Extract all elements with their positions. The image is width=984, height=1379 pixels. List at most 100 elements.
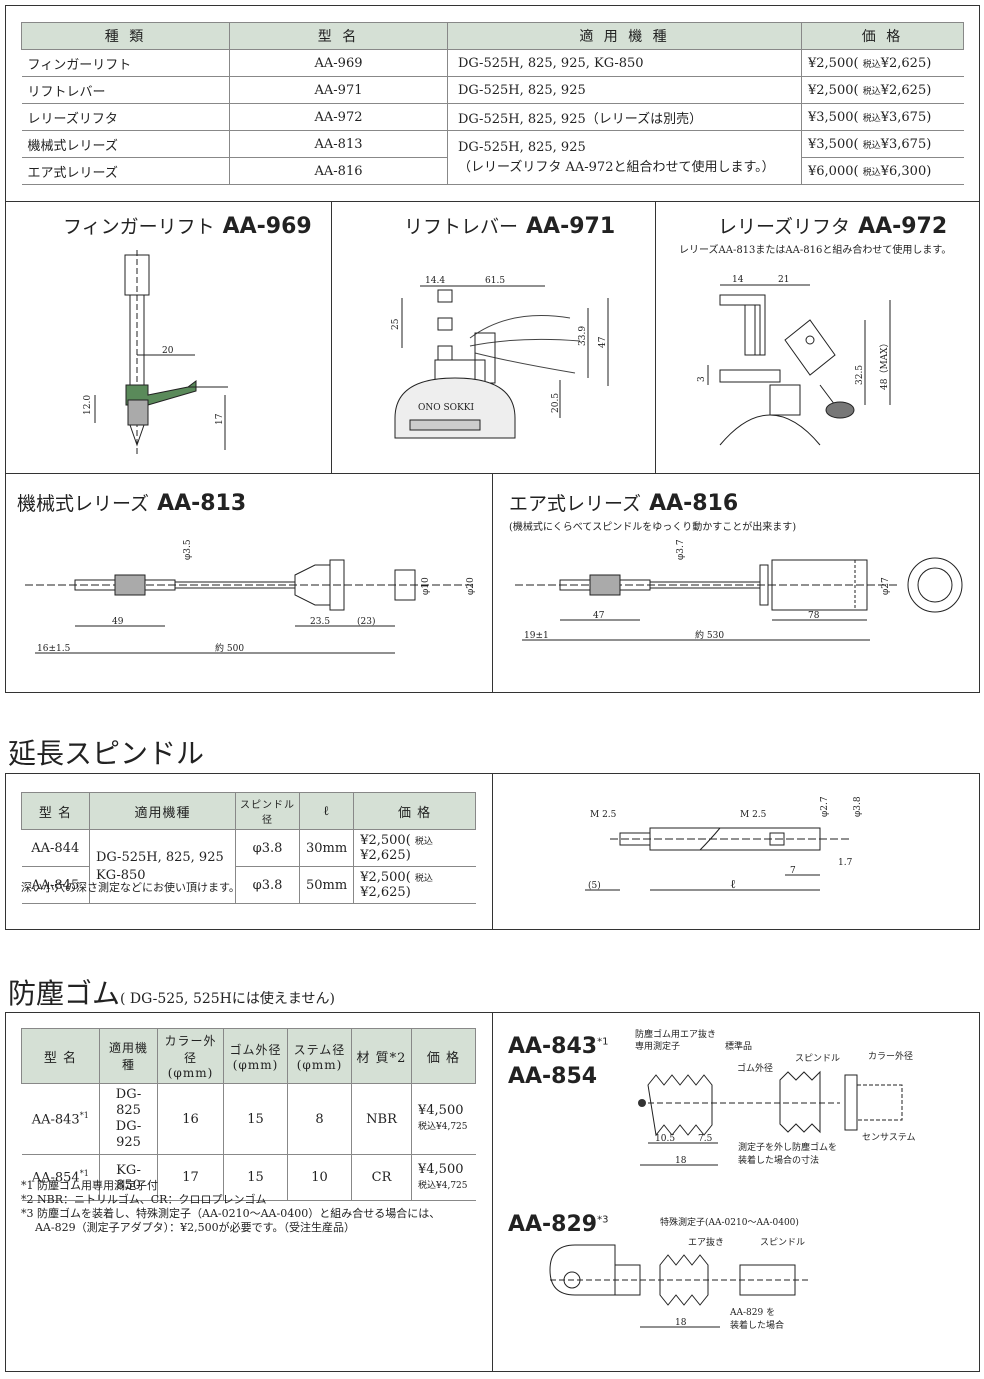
cell-apps: KG-850 (99, 1154, 158, 1201)
dim: φ10 (421, 577, 431, 595)
cell-price: ¥3,500( 税込¥3,675) (801, 103, 964, 131)
table-row: レリーズリフタ AA-972 DG-525H, 825, 925（レリーズは別売… (21, 103, 964, 131)
models-line: DG-525H, 825, 925 (458, 139, 586, 155)
model: AA-829 (508, 1212, 598, 1237)
dim: 約 530 (695, 629, 724, 641)
price: ¥6,000 (808, 163, 854, 179)
cell-stem: 10 (287, 1154, 352, 1201)
cell-model: AA-844 (21, 829, 90, 867)
col-price: 価 格 (411, 1028, 476, 1084)
col-model: 型 名 (21, 1028, 100, 1084)
aa972-name: レリーズリフタ (718, 216, 851, 238)
price: ¥2,500 (808, 55, 854, 71)
cell-model: AA-969 (229, 49, 448, 77)
aa969-name: フィンガーリフト (63, 216, 215, 238)
fig1-model-1: AA-843*1 (508, 1034, 608, 1059)
tax-label: 税込 (414, 874, 433, 884)
accessories-table: 種 類 型 名 適 用 機 種 価 格 フィンガーリフト AA-969 DG-5… (21, 22, 964, 185)
tax-price: ¥2,625 (360, 885, 406, 900)
cell-rubber: 15 (223, 1083, 288, 1155)
dim: 20.5 (551, 393, 561, 413)
fig2-model: AA-829*3 (508, 1212, 608, 1237)
dim: φ3.8 (853, 796, 863, 817)
dim: 61.5 (485, 276, 505, 286)
col-model: 型 名 (229, 22, 448, 50)
table-header-row: 種 類 型 名 適 用 機 種 価 格 (21, 22, 964, 50)
label: 専用測定子 (635, 1040, 680, 1052)
dim: M 2.5 (740, 810, 767, 820)
cell-type: フィンガーリフト (21, 49, 230, 77)
tax-price: ¥2,625 (880, 82, 927, 98)
brand-label: ONO SOKKI (418, 403, 474, 413)
dim: (23) (357, 616, 375, 627)
tax-price: 税込¥4,725 (418, 1122, 468, 1132)
aa813-model: AA-813 (157, 491, 247, 516)
cell-price: ¥2,500( 税込¥2,625) (353, 866, 476, 904)
divider (5, 201, 980, 202)
aa969-model: AA-969 (222, 214, 312, 239)
tax-price: ¥2,625 (880, 55, 927, 71)
dim: 32.5 (855, 365, 865, 385)
divider (492, 1012, 493, 1372)
cell-model: AA-971 (229, 76, 448, 104)
dim: 3 (697, 376, 707, 382)
boot-section-title: 防塵ゴム( DG-525, 525Hには使えません) (8, 972, 335, 1012)
models-line: （レリーズリフタ AA-972と組合わせて使用します。） (458, 159, 775, 175)
tax-label: 税込 (862, 167, 881, 178)
cell-price: ¥6,000( 税込¥6,300) (801, 157, 964, 185)
col-material: 材 質*2 (351, 1028, 412, 1084)
adapter-drawing: 特殊測定子(AA-0210～AA-0400) エア抜き スピンドル 18 AA-… (549, 1216, 810, 1331)
tax-price: ¥3,675 (880, 109, 927, 125)
cell-material: NBR (351, 1083, 412, 1155)
dim: 約 500 (215, 642, 244, 654)
cell-material: CR (351, 1154, 412, 1201)
col-model: 型 名 (21, 792, 90, 830)
cell-type: エア式レリーズ (21, 157, 230, 185)
air-release-drawing: φ3.7 φ27 47 78 19±1 約 530 (515, 540, 963, 641)
footnote: *1 防塵ゴム用専用測定子付 (21, 1179, 158, 1192)
cell-model: AA-854*1 (21, 1154, 100, 1201)
aa972-note: レリーズAA-813またはAA-816と組み合わせて使用します。 (679, 245, 952, 256)
label: スピンドル (760, 1237, 805, 1248)
table-row: 機械式レリーズ AA-813 DG-525H, 825, 925（レリーズリフタ… (21, 130, 964, 185)
tax-price: ¥2,625 (360, 848, 406, 863)
table-header-row: 型 名 適用機種 スピンドル径 ℓ 価 格 (21, 792, 476, 830)
col-dia: スピンドル径 (235, 792, 300, 830)
footnote-ref: *1 (597, 1036, 609, 1048)
dim: 47 (593, 611, 605, 621)
price: ¥3,500 (808, 109, 854, 125)
dim: 17 (215, 413, 225, 425)
tax-label: 税込 (862, 59, 881, 70)
dim: 21 (778, 275, 789, 285)
dim: 19±1 (524, 631, 549, 641)
aa972-model: AA-972 (858, 214, 948, 239)
dim: 48（MAX） (879, 338, 890, 390)
aa813-name: 機械式レリーズ (17, 493, 150, 515)
dim: 14 (732, 275, 744, 285)
lift-lever-drawing: 14.4 61.5 25 33.9 47 20.5 ONO SOKKI (391, 276, 609, 439)
cell-model: AA-972 (229, 103, 448, 131)
col-apps: 適用機種 (99, 1028, 158, 1084)
cell-models: DG-525H, 825, 925 （レリーズリフタ AA-972と組合わせて使用… (447, 130, 802, 185)
dim: 33.9 (578, 326, 588, 346)
label: 標準品 (725, 1040, 752, 1052)
col-price: 価 格 (801, 22, 964, 50)
price: ¥3,500 (808, 136, 854, 152)
app: DG-825 (115, 1087, 142, 1118)
apps-line: KG-850 (96, 867, 146, 883)
dim: φ27 (881, 577, 891, 595)
dim: 14.4 (425, 276, 445, 286)
label: エア抜き (688, 1236, 724, 1248)
model: AA-843 (31, 1112, 80, 1128)
aa816-note: (機械式にくらべてスピンドルをゆっくり動かすことが出来ます) (509, 522, 797, 533)
label: 測定子を外し防塵ゴムを (738, 1141, 837, 1153)
tax-label: 税込 (414, 837, 433, 847)
footnote: AA-829（測定子アダプタ）：¥2,500が必要です。（受注生産品） (21, 1221, 355, 1234)
col-type: 種 類 (21, 22, 230, 50)
footnote: *2 NBR：ニトリルゴム、CR：クロロプレンゴム (21, 1193, 267, 1206)
dim: 49 (112, 617, 124, 627)
cell-model: AA-813 (229, 130, 448, 158)
dim: M 2.5 (590, 810, 617, 820)
